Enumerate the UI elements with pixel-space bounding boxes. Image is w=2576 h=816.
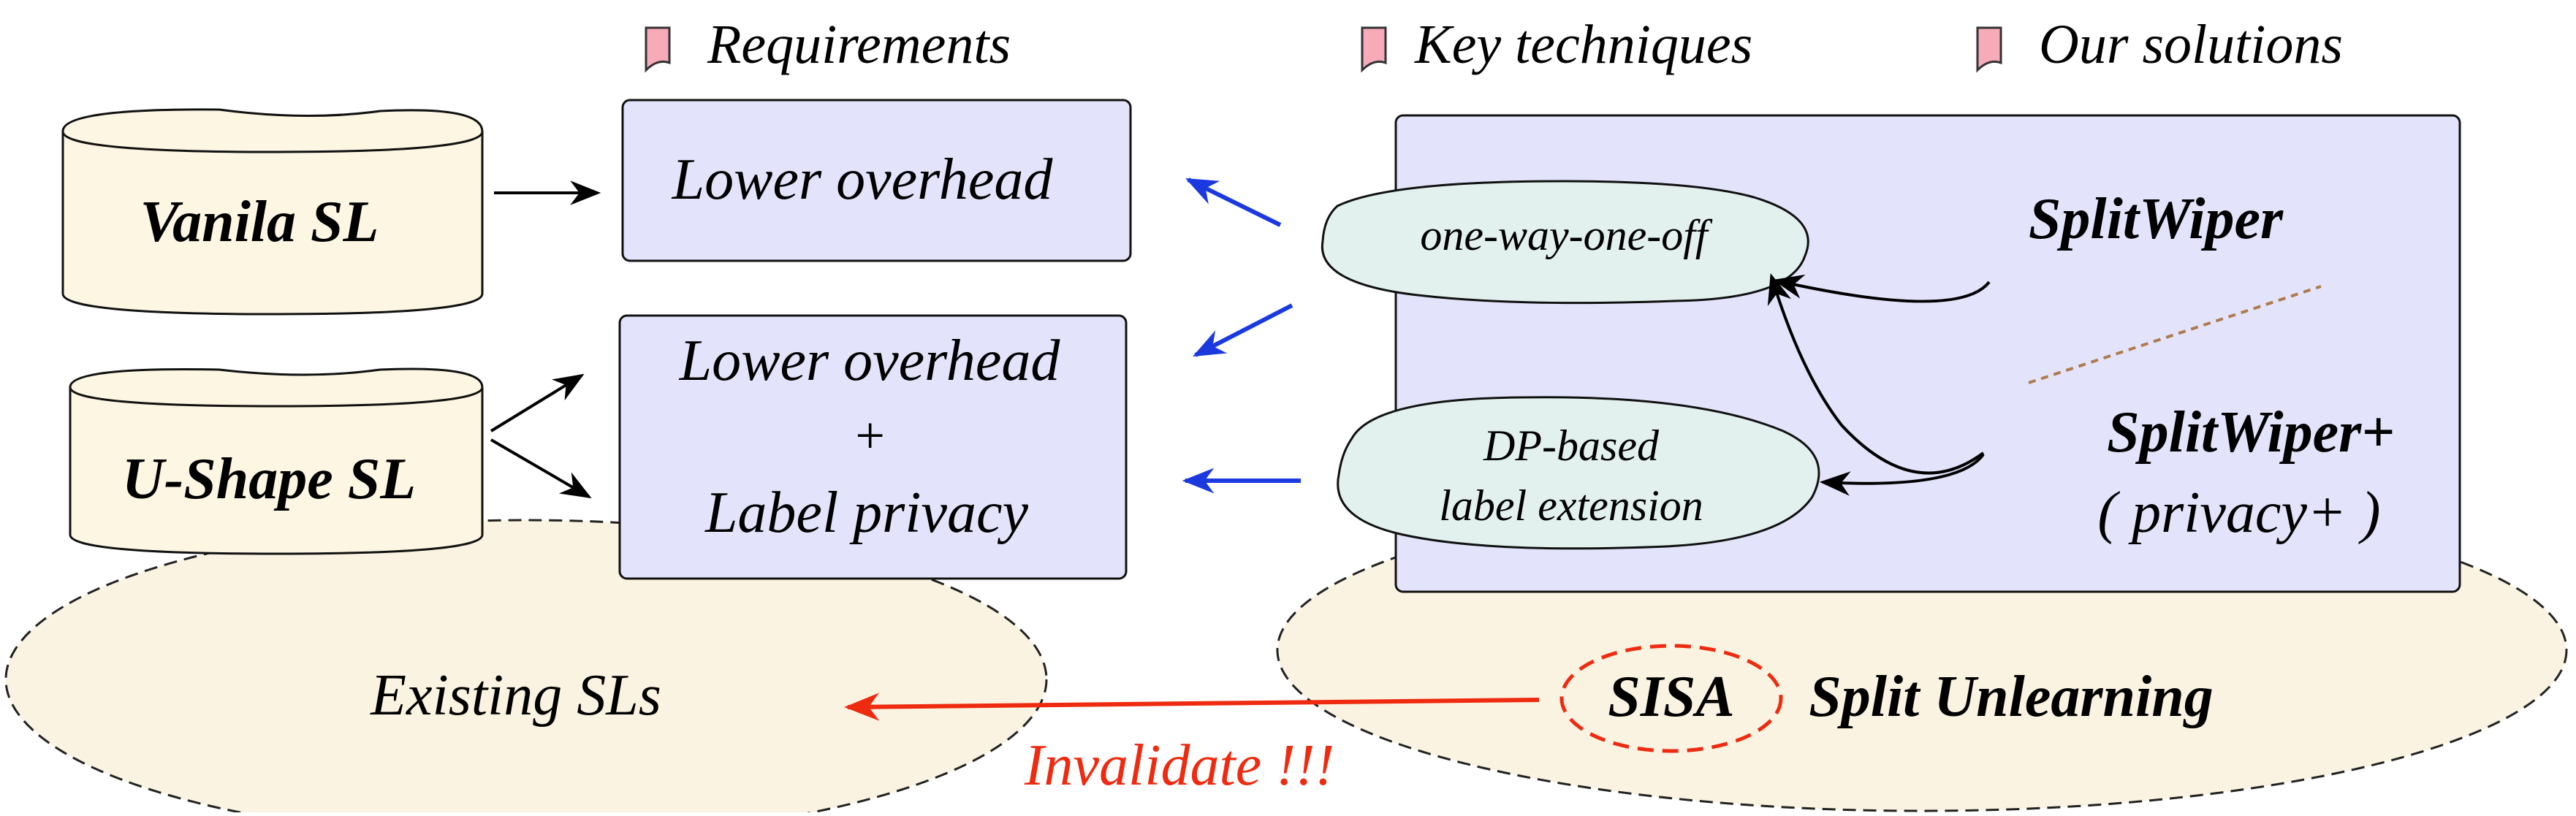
key-techniques-flag-icon — [1361, 26, 1387, 73]
ushape-sl-cylinder: U-Shape SL — [69, 367, 484, 555]
ushape-sl-label: U-Shape SL — [122, 447, 416, 511]
sisa-label: SISA — [1608, 665, 1734, 729]
arrow-ushape-to-r2-top — [490, 373, 585, 432]
invalidate-arrow — [844, 693, 1540, 721]
technique-one-way-one-off: one-way-one-off — [1321, 180, 1809, 305]
arrow-splitwiperplus-to-t1 — [1767, 272, 1985, 475]
requirement-box-1: Lower overhead — [621, 99, 1132, 262]
blue-arrow-to-r1 — [1185, 178, 1282, 227]
arrow-splitwiperplus-to-t2 — [1819, 453, 1985, 496]
split-unlearning-label: Split Unlearning — [1809, 665, 2214, 729]
arrow-ushape-to-r2-bottom — [490, 438, 592, 499]
header-our-solutions: Our solutions — [2039, 14, 2343, 75]
arrow-splitwiper-to-t1 — [1772, 274, 1991, 303]
header-key-techniques: Key techniques — [1414, 14, 1752, 75]
solution-splitwiper-plus: SplitWiper+ — [2107, 400, 2395, 465]
requirement-2-line-2: + — [852, 406, 888, 465]
requirement-1-text: Lower overhead — [672, 148, 1054, 212]
vanilla-sl-label: Vanila SL — [140, 190, 379, 254]
requirement-2-line-1: Lower overhead — [679, 329, 1061, 393]
blue-arrow-to-r2-top — [1193, 303, 1293, 357]
technique-1-text: one-way-one-off — [1420, 211, 1713, 259]
existing-sls-label: Existing SLs — [370, 663, 661, 728]
solution-privacy-plus: ( privacy+ ) — [2097, 481, 2380, 545]
sisa-highlight-ellipse — [1559, 644, 1783, 753]
technique-2-line-2: label extension — [1439, 481, 1703, 530]
solution-splitwiper: SplitWiper — [2029, 187, 2284, 251]
vanilla-sl-cylinder: Vanila SL — [61, 108, 484, 316]
invalidate-label: Invalidate !!! — [1024, 733, 1334, 798]
requirement-box-2: Lower overhead + Label privacy — [618, 314, 1128, 580]
our-solutions-flag-icon — [1976, 26, 2002, 73]
requirement-2-line-3: Label privacy — [704, 481, 1029, 545]
technique-2-line-1: DP-based — [1483, 422, 1660, 470]
requirements-flag-icon — [645, 26, 671, 73]
header-requirements: Requirements — [707, 14, 1011, 75]
solution-divider — [2028, 285, 2322, 384]
existing-sls-region — [4, 519, 1048, 816]
technique-dp-label-extension: DP-based label extension — [1337, 396, 1820, 550]
